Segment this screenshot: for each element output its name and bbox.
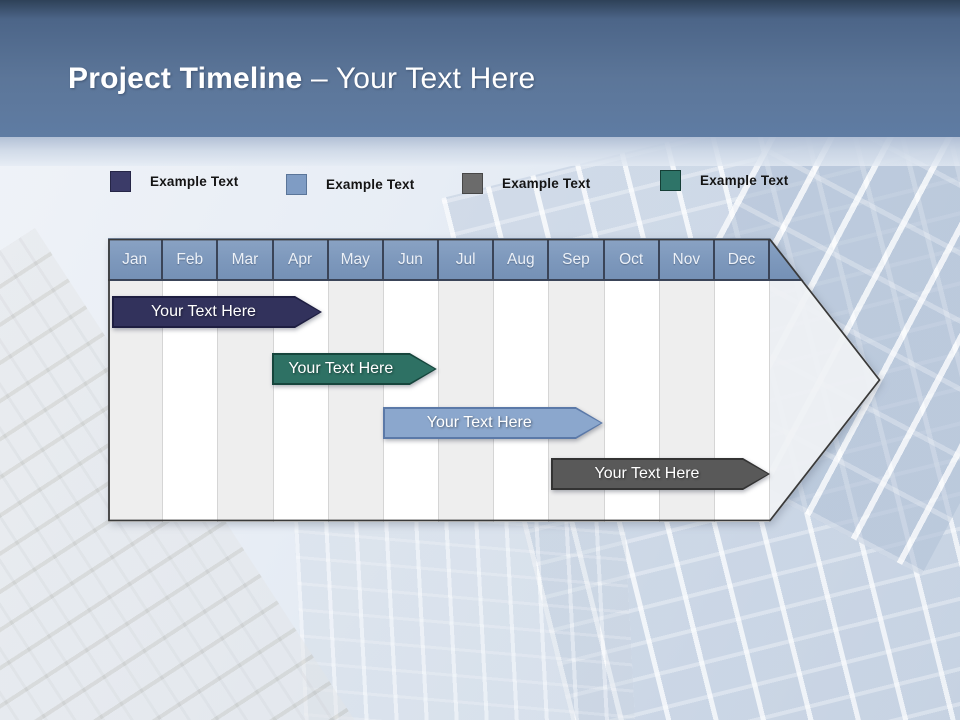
month-header-cell: Feb <box>163 240 219 279</box>
legend-label: Example Text <box>150 174 239 189</box>
column-stripe <box>439 281 495 522</box>
timeline-bar[interactable]: Your Text Here <box>112 296 322 328</box>
legend-label: Example Text <box>502 176 591 191</box>
legend-item[interactable]: Example Text <box>110 171 238 192</box>
month-header-cell: Jan <box>108 240 164 279</box>
month-header-cell: May <box>329 240 384 279</box>
column-stripe <box>328 281 384 522</box>
legend-swatch <box>462 173 483 194</box>
slide-title-main: Project Timeline <box>68 62 303 95</box>
timeline-bar[interactable]: Your Text Here <box>272 353 437 385</box>
month-header-cell: Aug <box>494 240 550 279</box>
timeline-bar-label: Your Text Here <box>150 303 256 320</box>
timeline-bar[interactable]: Your Text Here <box>383 407 603 439</box>
timeline-bar-label: Your Text Here <box>288 360 394 377</box>
timeline-bar[interactable]: Your Text Here <box>551 458 770 490</box>
month-header-cell: Jul <box>439 240 495 279</box>
timeline-bar-fill <box>274 355 435 383</box>
month-header-cell: Oct <box>605 240 660 279</box>
legend-item[interactable]: Example Text <box>286 174 414 195</box>
month-header-cell: Nov <box>660 240 715 279</box>
legend-swatch <box>286 174 307 195</box>
month-header-cell: Mar <box>218 240 274 279</box>
legend-label: Example Text <box>700 173 789 188</box>
legend-item[interactable]: Example Text <box>462 173 590 194</box>
title-band-accent-strip <box>0 137 960 166</box>
month-header-cell: Sep <box>549 240 605 279</box>
timeline-bar-label: Your Text Here <box>594 465 700 482</box>
timeline-bar-fill <box>385 409 601 437</box>
slide-title-placeholder: – Your Text Here <box>310 62 536 95</box>
timeline-bar-fill <box>114 298 320 326</box>
timeline-bar-fill <box>553 460 768 488</box>
column-stripe <box>383 281 440 522</box>
month-header-cell: Apr <box>274 240 329 279</box>
legend-item[interactable]: Example Text <box>660 170 788 191</box>
legend-swatch <box>110 171 131 192</box>
month-header-cell: Dec <box>715 240 771 279</box>
slide-title[interactable]: Project Timeline – Your Text Here <box>68 62 535 96</box>
legend-swatch <box>660 170 681 191</box>
column-stripe <box>494 281 550 522</box>
timeline-bar-label: Your Text Here <box>426 414 532 431</box>
building-backdrop-center <box>293 491 637 720</box>
timeline-arrow-outline <box>108 238 881 522</box>
title-band: Project Timeline – Your Text Here <box>0 0 960 137</box>
legend-label: Example Text <box>326 177 415 192</box>
month-header-cell: Jun <box>384 240 440 279</box>
